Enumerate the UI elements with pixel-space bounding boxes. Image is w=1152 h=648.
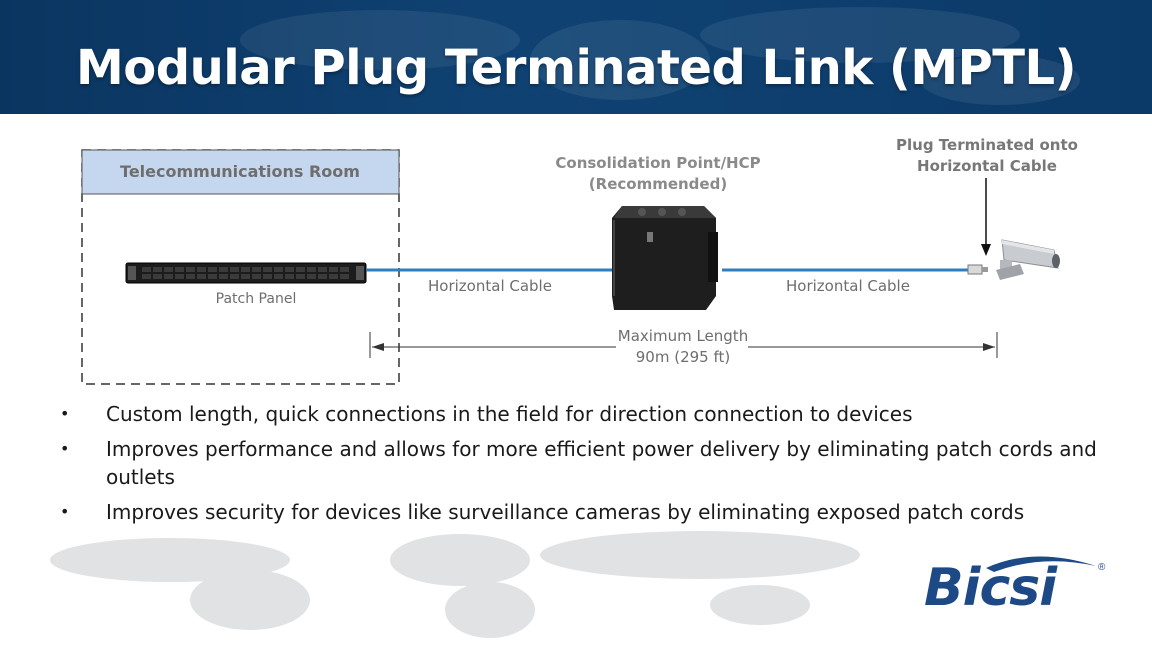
feature-list: • Custom length, quick connections in th…: [60, 400, 1100, 533]
page-title: Modular Plug Terminated Link (MPTL): [75, 40, 1077, 96]
logo-wordmark: Bicsi: [924, 558, 1057, 618]
bullet-icon: •: [60, 404, 70, 423]
list-item-text: Improves security for devices like surve…: [106, 500, 1025, 524]
list-item-text: Improves performance and allows for more…: [106, 437, 1097, 489]
max-length-label: Maximum Length: [618, 327, 748, 345]
surveillance-camera-icon: [996, 239, 1060, 280]
consolidation-point-enclosure: [612, 206, 718, 310]
plug-terminated-sublabel: Horizontal Cable: [917, 157, 1057, 175]
max-length-arrowhead-left: [372, 343, 384, 351]
list-item: • Improves security for devices like sur…: [60, 498, 1100, 526]
list-item: • Custom length, quick connections in th…: [60, 400, 1100, 428]
patch-panel: [125, 262, 367, 284]
telecom-room-label: Telecommunications Room: [120, 162, 360, 181]
consolidation-point-label: Consolidation Point/HCP: [555, 154, 760, 172]
logo-swoosh: [986, 556, 1096, 572]
modular-plug-icon: [967, 264, 988, 275]
background-world-map: [50, 531, 860, 638]
mptl-diagram: Telecommunications Room Patch Panel Hori…: [81, 136, 1078, 385]
bullet-icon: •: [60, 502, 70, 521]
max-length-value: 90m (295 ft): [636, 348, 730, 366]
horizontal-cable-left-label: Horizontal Cable: [428, 277, 552, 295]
patch-panel-label: Patch Panel: [216, 291, 297, 307]
consolidation-point-sublabel: (Recommended): [589, 175, 727, 193]
world-map-pattern: [240, 7, 1080, 105]
plug-pointer-arrowhead: [981, 244, 991, 256]
list-item-text: Custom length, quick connections in the …: [106, 402, 913, 426]
list-item: • Improves performance and allows for mo…: [60, 435, 1100, 491]
max-length-arrowhead-right: [983, 343, 995, 351]
telecom-room-header: [81, 149, 400, 195]
horizontal-cable-right-label: Horizontal Cable: [786, 277, 910, 295]
registered-mark: ®: [1098, 562, 1106, 573]
bullet-icon: •: [60, 439, 70, 458]
title-banner: Modular Plug Terminated Link (MPTL): [0, 0, 1152, 114]
bicsi-logo: Bicsi ®: [924, 552, 1110, 622]
plug-terminated-label: Plug Terminated onto: [896, 136, 1078, 154]
